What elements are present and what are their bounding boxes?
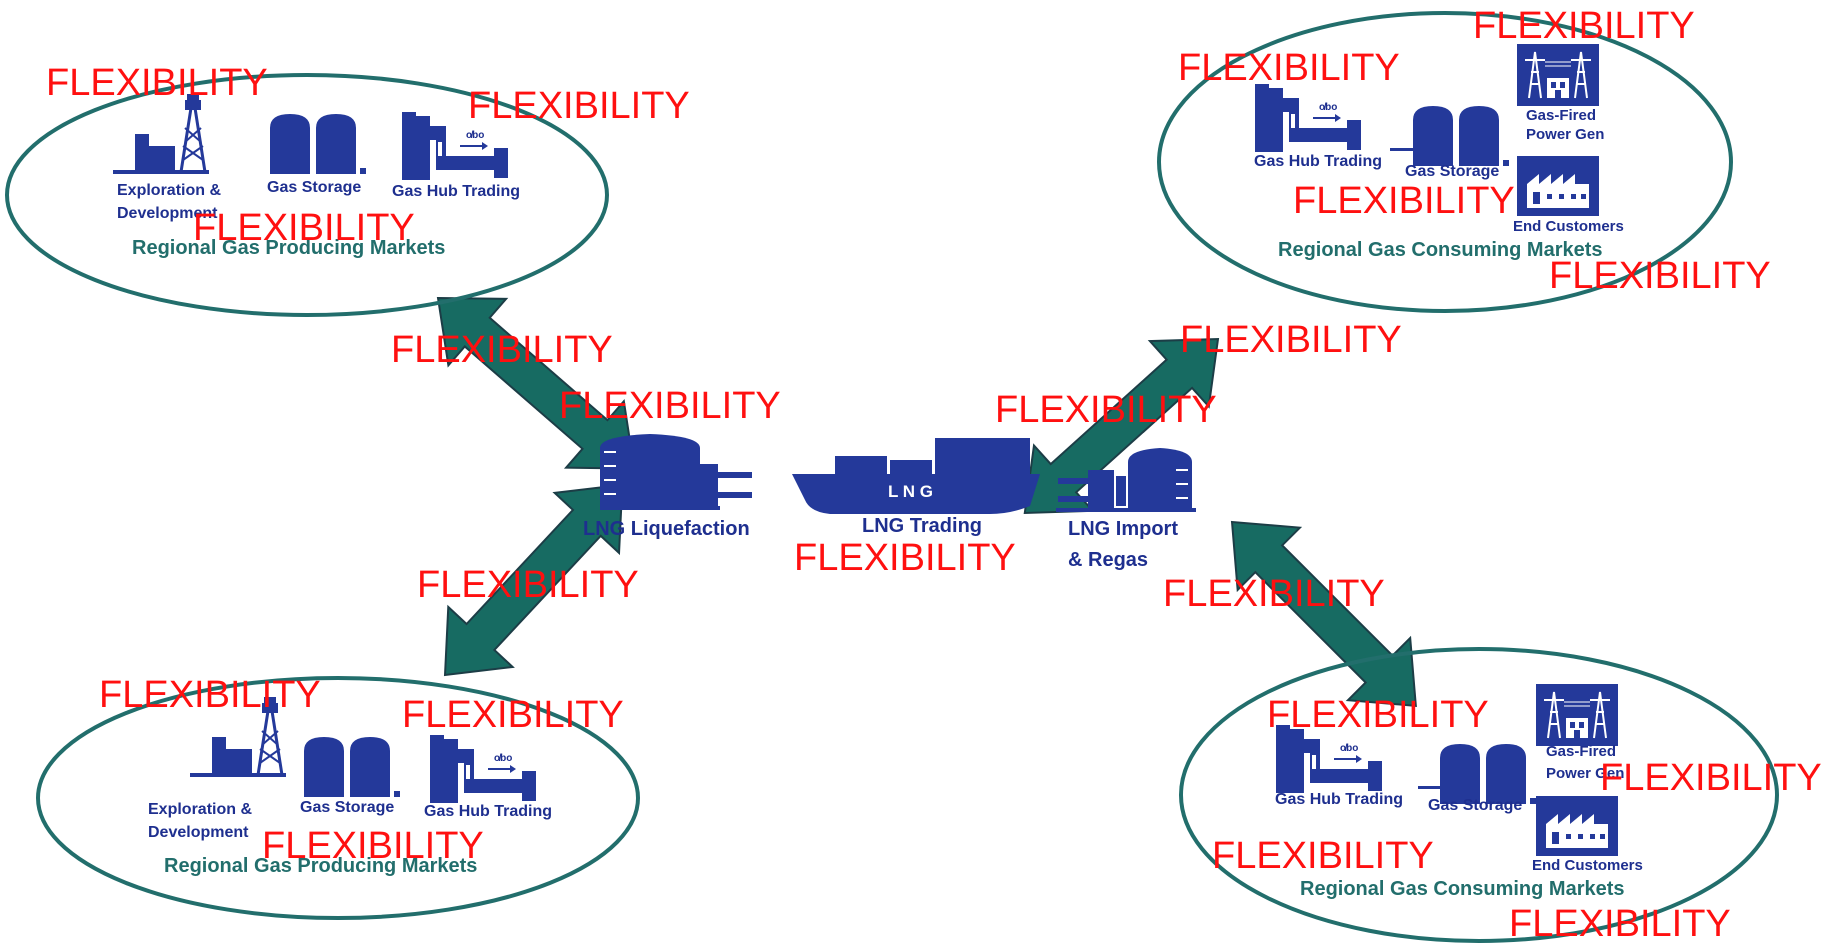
power-label-line1: Gas-Fired: [1526, 107, 1596, 124]
region-ellipse-consuming-bottom: [1179, 647, 1779, 943]
flexibility-label: FLEXIBILITY: [559, 385, 781, 427]
power-plant-icon: [1535, 683, 1619, 747]
flexibility-label: FLEXIBILITY: [262, 825, 484, 867]
consuming-market-bottom: Gas Hub Trading Gas Storage Gas-Fired Po…: [1275, 683, 1643, 900]
lng-liquefaction: LNG Liquefaction: [583, 434, 752, 540]
region-ellipse-consuming-top: [1157, 11, 1733, 313]
region-ellipse-producing-top: [5, 73, 609, 317]
flexibility-label: FLEXIBILITY: [417, 564, 639, 606]
power-label-line2: Power Gen: [1526, 126, 1604, 143]
lng-import-regas: LNG Import & Regas: [1056, 448, 1196, 571]
gas-hub-label: Gas Hub Trading: [424, 803, 552, 820]
producing-market-bottom: Exploration & Development Gas Storage Ga…: [148, 695, 552, 877]
gas-storage-label: Gas Storage: [1405, 163, 1499, 180]
gas-storage-tanks-icon: [1413, 106, 1509, 166]
gas-hub-pipeline-icon: [429, 734, 537, 804]
exploration-label-line2: Development: [148, 824, 249, 841]
flexibility-label: FLEXIBILITY: [46, 62, 268, 104]
lng-plant-icon: [600, 434, 752, 510]
import-label-line1: LNG Import: [1068, 518, 1178, 540]
gas-storage-label: Gas Storage: [1428, 797, 1522, 814]
consuming-market-top: Gas Hub Trading Gas Storage Gas-Fired Po…: [1254, 43, 1624, 261]
flexibility-label: FLEXIBILITY: [794, 537, 1016, 579]
flexibility-label: FLEXIBILITY: [1509, 903, 1731, 944]
flexibility-label: FLEXIBILITY: [1473, 5, 1695, 47]
import-label-line2: & Regas: [1068, 549, 1148, 571]
end-customers-label: End Customers: [1532, 857, 1643, 874]
drilling-rig-icon: [111, 92, 211, 176]
lng-ship-icon: L N G: [792, 438, 1040, 514]
flexibility-label: FLEXIBILITY: [391, 329, 613, 371]
flexibility-label: FLEXIBILITY: [193, 207, 415, 249]
liquefaction-label: LNG Liquefaction: [583, 518, 750, 540]
region-title: Regional Gas Producing Markets: [164, 855, 477, 877]
flexibility-label: FLEXIBILITY: [99, 674, 321, 716]
region-ellipse-producing-bottom: [36, 676, 640, 920]
region-title: Regional Gas Consuming Markets: [1300, 878, 1625, 900]
factory-icon: [1517, 156, 1599, 216]
flexibility-label: FLEXIBILITY: [402, 694, 624, 736]
exploration-label-line1: Exploration &: [148, 801, 252, 818]
power-label-line1: Gas-Fired: [1546, 743, 1616, 760]
flexibility-label: FLEXIBILITY: [1293, 180, 1515, 222]
power-label-line2: Power Gen: [1546, 765, 1624, 782]
factory-icon: [1536, 796, 1618, 856]
region-title: Regional Gas Producing Markets: [132, 237, 445, 259]
flexibility-label: FLEXIBILITY: [1267, 694, 1489, 736]
flexibility-label: FLEXIBILITY: [1180, 319, 1402, 361]
flexibility-label: FLEXIBILITY: [468, 85, 690, 127]
lng-trading: L N G LNG Trading: [792, 438, 1040, 537]
flexibility-label: FLEXIBILITY: [1600, 757, 1822, 799]
exploration-label-line1: Exploration &: [117, 182, 221, 199]
gas-storage-tanks-icon: [1440, 744, 1536, 804]
ship-hull-text: L N G: [888, 482, 933, 501]
gas-storage-tanks-icon: [304, 737, 400, 797]
flexibility-label: FLEXIBILITY: [1163, 573, 1385, 615]
region-title: Regional Gas Consuming Markets: [1278, 239, 1603, 261]
flexibility-label: FLEXIBILITY: [1178, 47, 1400, 89]
gas-hub-label: Gas Hub Trading: [1254, 153, 1382, 170]
flexibility-label: FLEXIBILITY: [1212, 835, 1434, 877]
flexibility-label: FLEXIBILITY: [995, 389, 1217, 431]
flexibility-label: FLEXIBILITY: [1549, 255, 1771, 297]
regas-terminal-icon: [1056, 448, 1196, 512]
end-customers-label: End Customers: [1513, 218, 1624, 235]
exploration-label-line2: Development: [117, 205, 218, 222]
gas-hub-pipeline-icon: [1254, 83, 1362, 153]
producing-market-top: Exploration & Development Gas Storage Ga…: [111, 92, 520, 259]
flexibility-overlays: FLEXIBILITY FLEXIBILITY FLEXIBILITY FLEX…: [46, 5, 1822, 944]
gas-hub-label: Gas Hub Trading: [392, 183, 520, 200]
gas-storage-label: Gas Storage: [267, 179, 361, 196]
gas-hub-label: Gas Hub Trading: [1275, 791, 1403, 808]
lng-trading-label: LNG Trading: [862, 515, 982, 537]
gas-storage-label: Gas Storage: [300, 799, 394, 816]
gas-storage-tanks-icon: [270, 114, 366, 174]
power-plant-icon: [1516, 43, 1600, 107]
